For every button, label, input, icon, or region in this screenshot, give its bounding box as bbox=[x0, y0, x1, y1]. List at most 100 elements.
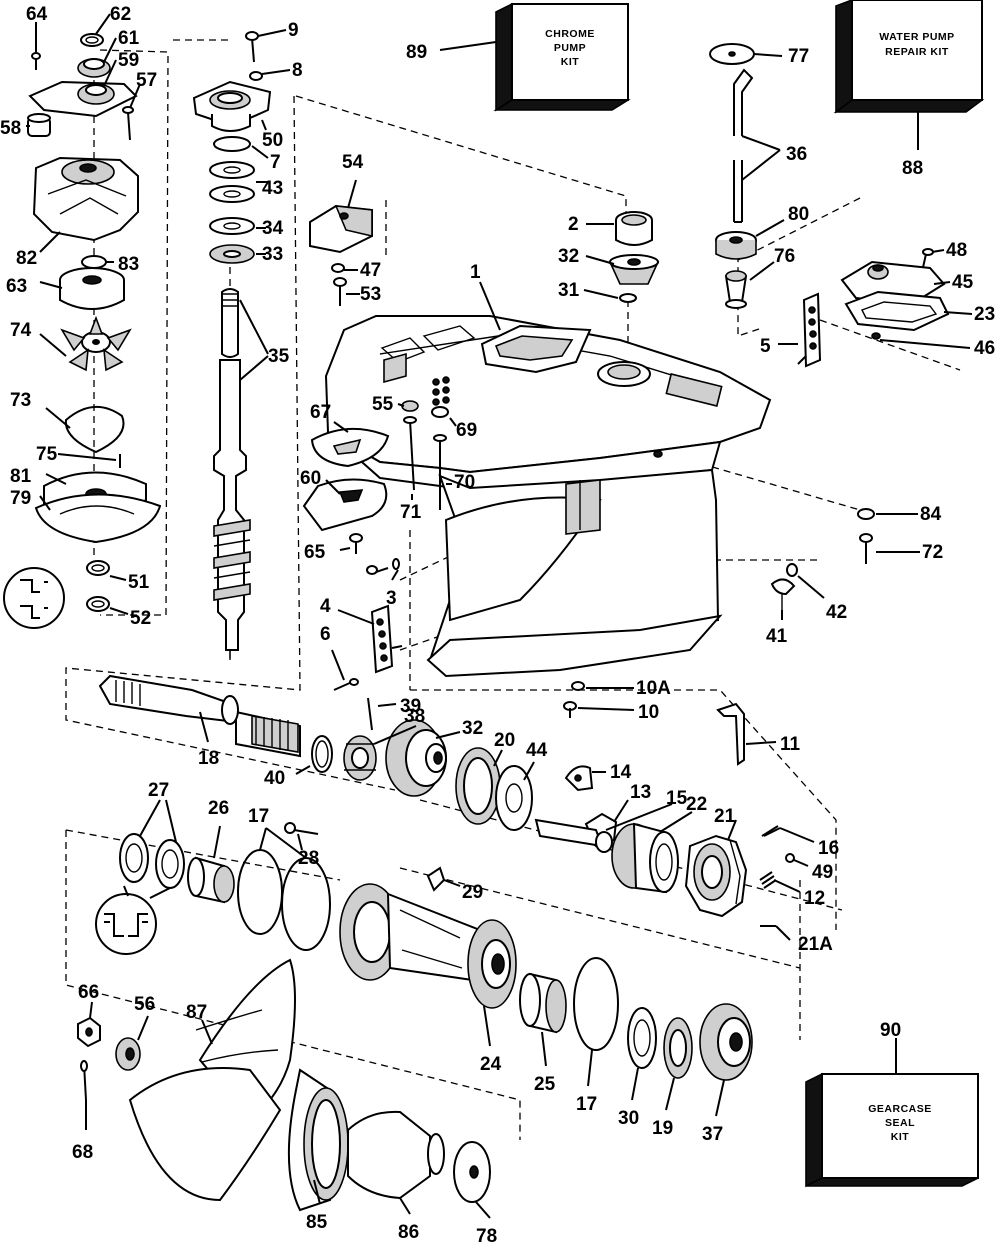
label-21: 21 bbox=[714, 806, 736, 827]
label-69: 69 bbox=[456, 420, 477, 441]
label-44: 44 bbox=[526, 740, 548, 761]
label-47: 47 bbox=[360, 260, 381, 281]
label-51: 51 bbox=[128, 572, 150, 593]
label-28: 28 bbox=[298, 848, 319, 869]
label-52: 52 bbox=[130, 608, 151, 629]
label-14: 14 bbox=[610, 762, 632, 783]
leader-lines bbox=[26, 13, 973, 1219]
label-33: 33 bbox=[262, 244, 283, 265]
label-41: 41 bbox=[766, 626, 788, 647]
label-35: 35 bbox=[268, 346, 290, 367]
water-pump-cover-group bbox=[3, 33, 162, 629]
label-18: 18 bbox=[198, 748, 219, 769]
label-77: 77 bbox=[788, 46, 809, 67]
label-68: 68 bbox=[72, 1142, 93, 1163]
label-49: 49 bbox=[812, 862, 833, 883]
label-8: 8 bbox=[292, 60, 303, 81]
kit-88-line-1: WATER PUMP bbox=[879, 31, 954, 43]
label-29: 29 bbox=[462, 882, 483, 903]
label-84: 84 bbox=[920, 504, 942, 525]
label-64: 64 bbox=[26, 4, 48, 25]
label-56: 56 bbox=[134, 994, 155, 1015]
label-67: 67 bbox=[310, 402, 331, 423]
label-78: 78 bbox=[476, 1226, 497, 1247]
label-1: 1 bbox=[470, 262, 481, 283]
part-number-labels: 64 62 61 59 57 58 82 83 63 74 73 75 81 7… bbox=[0, 4, 995, 1247]
label-48: 48 bbox=[946, 240, 967, 261]
label-3: 3 bbox=[386, 588, 397, 609]
label-80: 80 bbox=[788, 204, 809, 225]
kit-89-line-3: KIT bbox=[561, 56, 580, 68]
label-32-top: 32 bbox=[558, 246, 579, 267]
label-73: 73 bbox=[10, 390, 31, 411]
label-57: 57 bbox=[136, 70, 157, 91]
label-70: 70 bbox=[454, 472, 475, 493]
label-71: 71 bbox=[400, 502, 422, 523]
label-59: 59 bbox=[118, 50, 139, 71]
label-31: 31 bbox=[558, 280, 580, 301]
label-74: 74 bbox=[10, 320, 32, 341]
label-17-left: 17 bbox=[248, 806, 269, 827]
gearcase-housing-group bbox=[302, 204, 875, 718]
label-50: 50 bbox=[262, 130, 283, 151]
kit-89-line-2: PUMP bbox=[554, 42, 586, 54]
label-87: 87 bbox=[186, 1002, 207, 1023]
kit-box-gearcase-seal: GEARCASE SEAL KIT bbox=[805, 1072, 979, 1188]
label-83: 83 bbox=[118, 254, 139, 275]
impeller-74 bbox=[60, 315, 132, 372]
kit-90-line-3: KIT bbox=[891, 1131, 910, 1143]
label-65: 65 bbox=[304, 542, 326, 563]
label-12: 12 bbox=[804, 888, 825, 909]
label-85: 85 bbox=[306, 1212, 328, 1233]
label-58: 58 bbox=[0, 118, 21, 139]
label-75: 75 bbox=[36, 444, 58, 465]
label-6: 6 bbox=[320, 624, 331, 645]
label-7: 7 bbox=[270, 152, 281, 173]
label-4: 4 bbox=[320, 596, 331, 617]
label-25: 25 bbox=[534, 1074, 556, 1095]
label-11: 11 bbox=[780, 734, 801, 755]
label-13: 13 bbox=[630, 782, 651, 803]
label-21a: 21A bbox=[798, 934, 833, 955]
label-81: 81 bbox=[10, 466, 32, 487]
driveshaft-group bbox=[192, 31, 272, 660]
label-86: 86 bbox=[398, 1222, 419, 1243]
label-89: 89 bbox=[406, 42, 427, 63]
label-17-right: 17 bbox=[576, 1094, 597, 1115]
label-15: 15 bbox=[666, 788, 688, 809]
label-72: 72 bbox=[922, 542, 943, 563]
label-63: 63 bbox=[6, 276, 27, 297]
label-90: 90 bbox=[880, 1020, 901, 1041]
label-76: 76 bbox=[774, 246, 795, 267]
propeller-group bbox=[77, 958, 491, 1212]
label-82: 82 bbox=[16, 248, 37, 269]
kit-90-line-1: GEARCASE bbox=[868, 1103, 932, 1115]
label-10a: 10A bbox=[636, 678, 671, 699]
label-37: 37 bbox=[702, 1124, 723, 1145]
label-10: 10 bbox=[638, 702, 659, 723]
label-22: 22 bbox=[686, 794, 707, 815]
label-45: 45 bbox=[952, 272, 974, 293]
label-79: 79 bbox=[10, 488, 31, 509]
label-43: 43 bbox=[262, 178, 283, 199]
label-23: 23 bbox=[974, 304, 995, 325]
label-16: 16 bbox=[818, 838, 839, 859]
kit-box-chrome-pump: CHROME PUMP KIT bbox=[493, 2, 631, 112]
label-54: 54 bbox=[342, 152, 364, 173]
label-46: 46 bbox=[974, 338, 995, 359]
kit-89-line-1: CHROME bbox=[545, 28, 595, 40]
label-36: 36 bbox=[786, 144, 807, 165]
label-5: 5 bbox=[760, 336, 771, 357]
label-38: 38 bbox=[404, 706, 425, 727]
label-27: 27 bbox=[148, 780, 169, 801]
label-62: 62 bbox=[110, 4, 131, 25]
label-60: 60 bbox=[300, 468, 321, 489]
label-32-bottom: 32 bbox=[462, 718, 483, 739]
shift-rod-group bbox=[608, 43, 950, 368]
label-42: 42 bbox=[826, 602, 847, 623]
label-66: 66 bbox=[78, 982, 99, 1003]
label-88: 88 bbox=[902, 158, 923, 179]
label-30: 30 bbox=[618, 1108, 639, 1129]
label-9: 9 bbox=[288, 20, 299, 41]
